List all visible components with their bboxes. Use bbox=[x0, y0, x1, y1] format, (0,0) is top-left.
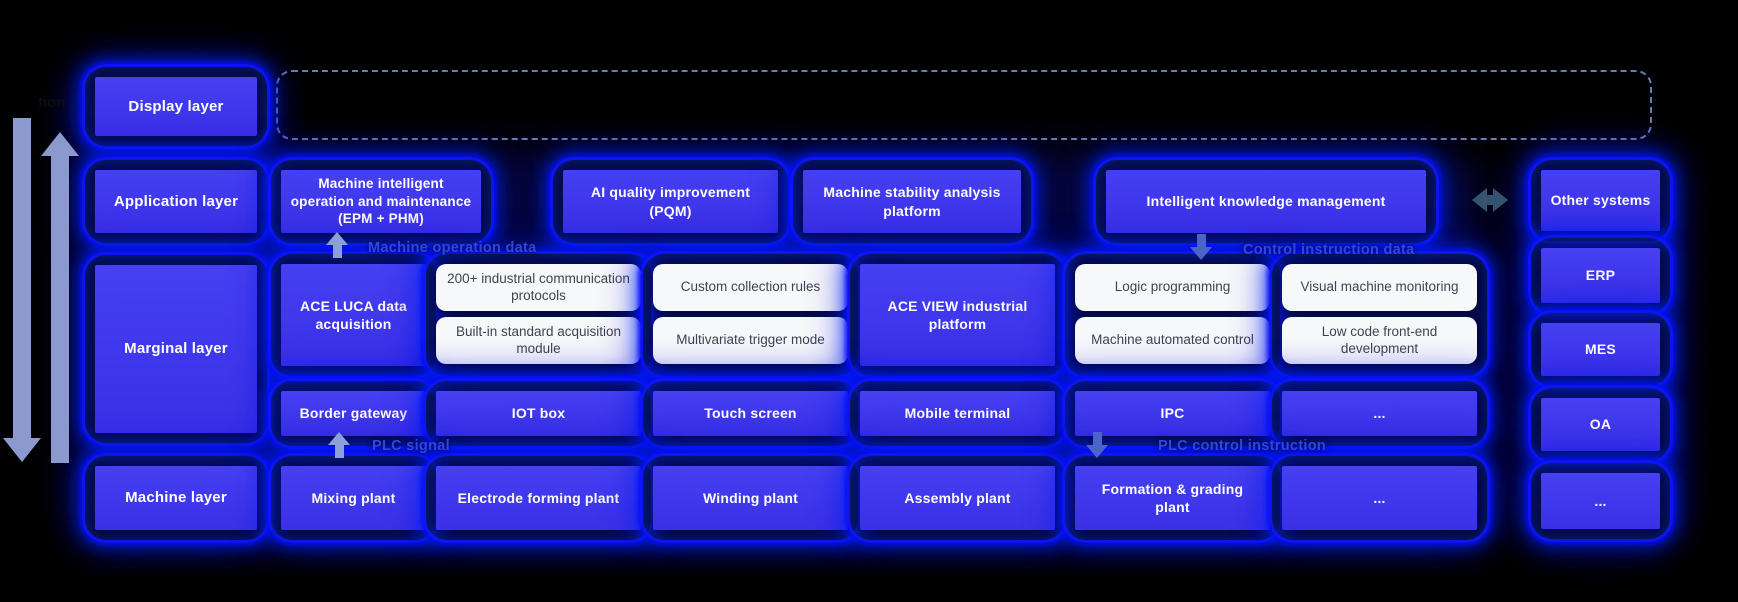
oa-box: OA bbox=[1541, 398, 1660, 451]
device-iot-box-capsule: IOT box bbox=[423, 378, 654, 449]
device-more-capsule: ... bbox=[1269, 378, 1490, 449]
cutoff-label-fragment: tion bbox=[38, 94, 66, 111]
device-ipc: IPC bbox=[1075, 391, 1270, 436]
plant-formation: Formation & grading plant bbox=[1075, 466, 1270, 530]
other-more-capsule: ... bbox=[1528, 460, 1673, 542]
plant-winding: Winding plant bbox=[653, 466, 848, 530]
feature-panel-1: 200+ industrial communication protocols … bbox=[423, 251, 654, 379]
app-pqm-capsule: AI quality improvement (PQM) bbox=[550, 157, 791, 246]
app-epm-phm: Machine intelligent operation and mainte… bbox=[281, 170, 481, 233]
feature-logic-programming: Logic programming bbox=[1075, 264, 1270, 311]
marginal-layer-capsule: Marginal layer bbox=[82, 252, 270, 446]
machine-layer-label: Machine layer bbox=[95, 466, 257, 530]
app-knowledge: Intelligent knowledge management bbox=[1106, 170, 1426, 233]
plc-control-instruction-label: PLC control instruction bbox=[1158, 438, 1327, 454]
feature-visual-monitoring: Visual machine monitoring bbox=[1282, 264, 1477, 311]
feature-panel-2: Custom collection rules Multivariate tri… bbox=[640, 251, 861, 379]
feature-custom-rules: Custom collection rules bbox=[653, 264, 848, 311]
feature-panel-3: Logic programming Machine automated cont… bbox=[1062, 251, 1283, 379]
plant-mixing: Mixing plant bbox=[281, 466, 426, 530]
machine-operation-data-arrow-icon bbox=[326, 232, 348, 258]
application-layer-label: Application layer bbox=[95, 170, 257, 233]
plant-electrode-capsule: Electrode forming plant bbox=[423, 453, 654, 543]
ace-view-box: ACE VIEW industrial platform bbox=[860, 264, 1055, 366]
downward-flow-arrow bbox=[3, 118, 41, 462]
erp-capsule: ERP bbox=[1528, 235, 1673, 316]
feature-acquisition-module: Built-in standard acquisition module bbox=[436, 317, 641, 364]
upward-flow-arrow bbox=[41, 132, 79, 463]
machine-layer-capsule: Machine layer bbox=[82, 453, 270, 543]
plant-winding-capsule: Winding plant bbox=[640, 453, 861, 543]
plant-electrode: Electrode forming plant bbox=[436, 466, 641, 530]
other-systems-capsule: Other systems bbox=[1528, 157, 1673, 244]
plc-control-arrow-icon bbox=[1086, 432, 1108, 458]
app-stability-capsule: Machine stability analysis platform bbox=[790, 157, 1034, 246]
device-mobile-terminal: Mobile terminal bbox=[860, 391, 1055, 436]
ace-luca-capsule: ACE LUCA data acquisition bbox=[268, 251, 439, 379]
device-ipc-capsule: IPC bbox=[1062, 378, 1283, 449]
erp-box: ERP bbox=[1541, 248, 1660, 303]
app-stability: Machine stability analysis platform bbox=[803, 170, 1021, 233]
plant-assembly: Assembly plant bbox=[860, 466, 1055, 530]
device-mobile-terminal-capsule: Mobile terminal bbox=[847, 378, 1068, 449]
plant-formation-capsule: Formation & grading plant bbox=[1062, 453, 1283, 543]
plant-more-capsule: ... bbox=[1269, 453, 1490, 543]
device-border-gateway: Border gateway bbox=[281, 391, 426, 436]
display-scope-dashed-outline bbox=[276, 70, 1652, 140]
display-layer-label: Display layer bbox=[95, 77, 257, 136]
oa-capsule: OA bbox=[1528, 385, 1673, 464]
plc-signal-label: PLC signal bbox=[372, 438, 450, 454]
control-instruction-data-label: Control instruction data bbox=[1243, 242, 1415, 258]
feature-automated-control: Machine automated control bbox=[1075, 317, 1270, 364]
machine-operation-data-label: Machine operation data bbox=[368, 240, 537, 256]
feature-panel-4: Visual machine monitoring Low code front… bbox=[1269, 251, 1490, 379]
feature-trigger-mode: Multivariate trigger mode bbox=[653, 317, 848, 364]
ace-view-capsule: ACE VIEW industrial platform bbox=[847, 251, 1068, 379]
other-more-box: ... bbox=[1541, 473, 1660, 529]
application-layer-capsule: Application layer bbox=[82, 157, 270, 246]
app-pqm: AI quality improvement (PQM) bbox=[563, 170, 778, 233]
display-layer-capsule: Display layer bbox=[82, 64, 270, 149]
bidirectional-arrow-icon bbox=[1472, 188, 1508, 212]
app-knowledge-capsule: Intelligent knowledge management bbox=[1093, 157, 1439, 246]
plant-mixing-capsule: Mixing plant bbox=[268, 453, 439, 543]
mes-capsule: MES bbox=[1528, 310, 1673, 389]
ace-luca-box: ACE LUCA data acquisition bbox=[281, 264, 426, 366]
plant-more: ... bbox=[1282, 466, 1477, 530]
mes-box: MES bbox=[1541, 323, 1660, 376]
feature-protocols: 200+ industrial communication protocols bbox=[436, 264, 641, 311]
other-systems-title: Other systems bbox=[1541, 170, 1660, 231]
plc-signal-arrow-icon bbox=[328, 432, 350, 458]
device-more: ... bbox=[1282, 391, 1477, 436]
plant-assembly-capsule: Assembly plant bbox=[847, 453, 1068, 543]
app-epm-phm-capsule: Machine intelligent operation and mainte… bbox=[268, 157, 494, 246]
device-iot-box: IOT box bbox=[436, 391, 641, 436]
control-instruction-data-arrow-icon bbox=[1190, 234, 1212, 260]
device-touch-screen: Touch screen bbox=[653, 391, 848, 436]
feature-low-code: Low code front-end development bbox=[1282, 317, 1477, 364]
device-touch-screen-capsule: Touch screen bbox=[640, 378, 861, 449]
marginal-layer-label: Marginal layer bbox=[95, 265, 257, 433]
